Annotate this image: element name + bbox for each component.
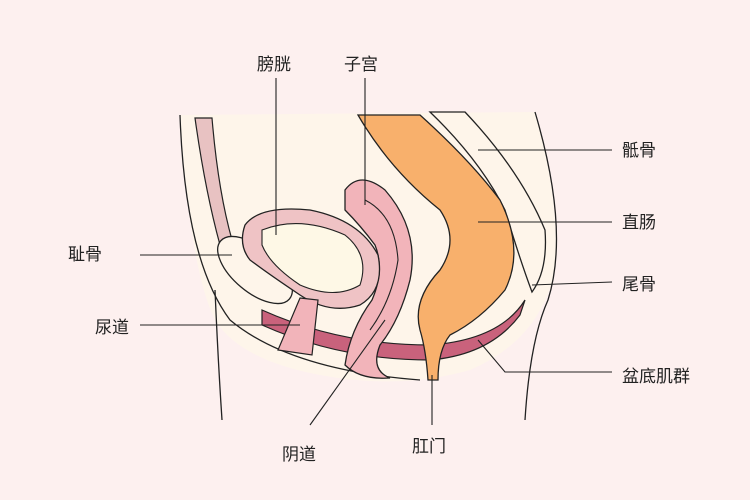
label-pubic-bone: 耻骨 — [68, 245, 102, 265]
label-sacrum: 骶骨 — [622, 141, 656, 161]
label-vagina: 阴道 — [282, 445, 316, 465]
label-pelvic-floor: 盆底肌群 — [622, 367, 690, 387]
body-outline-back — [524, 111, 558, 421]
bladder-lumen — [261, 223, 364, 293]
rectum — [356, 114, 515, 381]
body-outline-front — [179, 114, 421, 381]
thigh-line — [214, 289, 223, 421]
label-bladder: 膀胱 — [257, 55, 291, 75]
leader-lines — [140, 78, 613, 426]
label-uterus: 子宫 — [344, 55, 378, 75]
uterus-inner — [364, 199, 399, 331]
sacrum — [428, 111, 547, 294]
label-urethra: 尿道 — [95, 318, 129, 338]
label-coccyx: 尾骨 — [622, 275, 656, 295]
label-anus: 肛门 — [412, 437, 446, 457]
urethra — [277, 297, 319, 356]
label-rectum: 直肠 — [622, 213, 656, 233]
